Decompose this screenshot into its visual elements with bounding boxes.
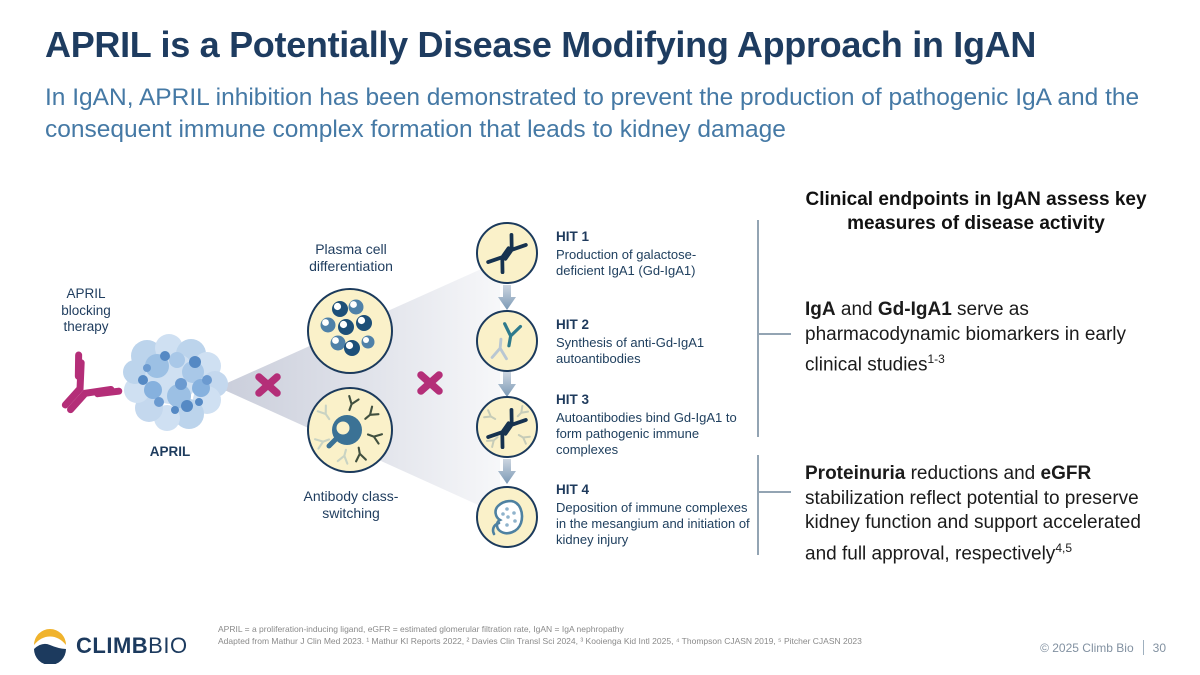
references-line: Adapted from Mathur J Clin Med 2023. ¹ M… [218, 636, 862, 646]
hit3-desc: Autoantibodies bind Gd-IgA1 to form path… [556, 410, 737, 457]
april-protein-icon [123, 334, 228, 431]
abbreviations-line: APRIL = a proliferation-inducing ligand,… [218, 624, 624, 634]
hit3-title: HIT 3 [556, 392, 590, 407]
april-blocking-label: APRIL blocking therapy [61, 286, 111, 334]
copyright-block: © 2025 Climb Bio 30 [1040, 640, 1166, 655]
hit3-circle [476, 396, 538, 458]
down-arrow-icon [498, 285, 516, 310]
antibody-pair-icon [486, 232, 528, 275]
slide-subtitle: In IgAN, APRIL inhibition has been demon… [45, 84, 1140, 143]
climbbio-logo: CLIMBBIO [32, 628, 188, 664]
page-title: APRIL is a Potentially Disease Modifying… [45, 24, 1037, 65]
copyright-separator [1142, 640, 1144, 655]
hit1-desc: Production of galactose-deficient IgA1 (… [556, 247, 697, 278]
hit4-desc: Deposition of immune complexes in the me… [556, 500, 750, 547]
hit2-circle [476, 310, 538, 372]
proteinuria-point: Proteinuria reductions and eGFR stabiliz… [805, 462, 1157, 566]
hit3-text: HIT 3 Autoantibodies bind Gd-IgA1 to for… [556, 392, 746, 458]
class-switching-cell-icon [314, 395, 383, 465]
april-protein-label: APRIL [149, 444, 191, 459]
autoantibody-icon [490, 322, 523, 361]
inhibition-x-icon [255, 373, 281, 397]
point1-superscript: 1-3 [927, 352, 945, 366]
down-arrow-icon [498, 372, 516, 397]
bracket-tick [759, 333, 791, 335]
bracket [757, 220, 791, 437]
hit4-circle [476, 486, 538, 548]
plasma-cells-icon [320, 299, 375, 356]
point1-bold1: IgA [805, 299, 836, 320]
hit1-circle [476, 222, 538, 284]
climbbio-logo-icon [34, 629, 66, 664]
down-arrow-icon [498, 459, 516, 484]
bracket [757, 455, 791, 555]
point2-rest: stabilization reflect potential to prese… [805, 487, 1141, 564]
hit2-desc: Synthesis of anti-Gd-IgA1 autoantibodies [556, 335, 705, 366]
class-switching-label: Antibody class-switching [303, 488, 399, 521]
point1-rest: serve as pharmacodynamic biomarkers in e… [805, 299, 1127, 376]
logo-climb-text: CLIMB [76, 633, 149, 658]
point2-bold2: eGFR [1040, 463, 1092, 484]
plasma-differentiation-label: Plasma cell differentiation [309, 241, 393, 274]
bracket-tick [759, 491, 791, 493]
hit4-text: HIT 4 Deposition of immune complexes in … [556, 482, 750, 548]
copyright-text: © 2025 Climb Bio [1040, 640, 1134, 655]
point1-bold2: Gd-IgA1 [877, 299, 952, 320]
page-number: 30 [1152, 640, 1166, 655]
hit2-text: HIT 2 Synthesis of anti-Gd-IgA1 autoanti… [556, 317, 736, 367]
panel-header: Clinical endpoints in IgAN assess key me… [805, 189, 1147, 234]
hit1-text: HIT 1 Production of galactose-deficient … [556, 229, 734, 279]
point2-mid: reductions and [905, 463, 1041, 484]
logo-bio-text: BIO [148, 633, 188, 658]
footnotes: APRIL = a proliferation-inducing ligand,… [218, 623, 862, 647]
logo-wordmark: CLIMBBIO [76, 633, 188, 659]
class-switching-circle [307, 387, 393, 473]
kidney-icon [491, 499, 524, 536]
point2-superscript: 4,5 [1055, 540, 1072, 555]
point2-bold1: Proteinuria [805, 463, 906, 484]
april-blocking-antibody-icon [61, 351, 123, 414]
hit2-title: HIT 2 [556, 317, 590, 332]
immune-complex-icon [483, 404, 531, 450]
inhibition-x-icon [417, 371, 443, 395]
biomarker-point: IgA and Gd-IgA1 serve as pharmacodynamic… [805, 298, 1157, 378]
point1-mid: and [835, 299, 878, 320]
hit1-title: HIT 1 [556, 229, 590, 244]
plasma-cell-circle [307, 288, 393, 374]
hit4-title: HIT 4 [556, 482, 590, 497]
